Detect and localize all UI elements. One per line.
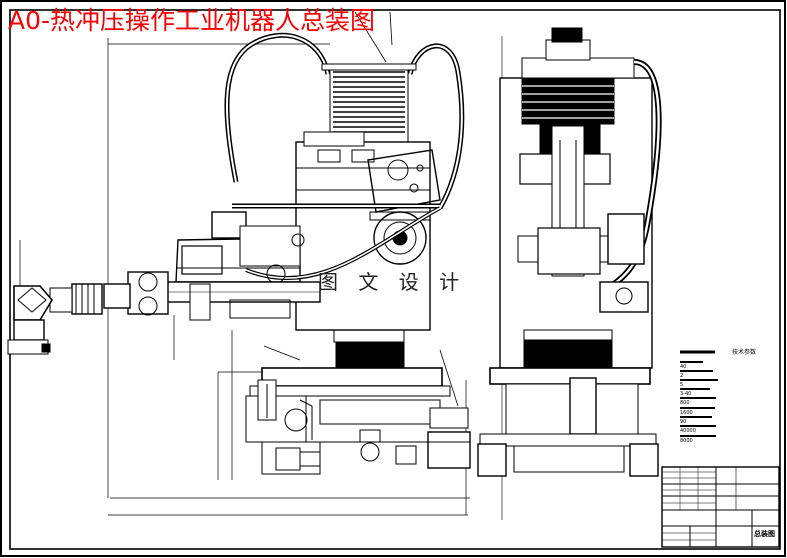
spec-value: 40 xyxy=(680,364,687,370)
spec-value: 800 xyxy=(680,400,690,406)
spec-value: 1600 xyxy=(680,410,693,416)
drawing-title: A0-热冲压操作工业机器人总装图 xyxy=(8,6,376,35)
spec-value: 3-40 xyxy=(680,391,692,397)
spec-value: 90 xyxy=(680,419,687,425)
spec-value: 40000 xyxy=(680,428,696,434)
spec-value: 2 xyxy=(680,373,684,379)
title-block xyxy=(661,466,780,548)
spec-table-heading: 技术参数 xyxy=(732,349,757,356)
watermark-text: 图 文 设 计 xyxy=(318,270,467,294)
spec-value: 8000 xyxy=(680,438,693,444)
inner-border xyxy=(9,9,781,550)
spec-value: 5 xyxy=(680,382,684,388)
title-block-sheet-name: 总装图 xyxy=(754,530,775,538)
